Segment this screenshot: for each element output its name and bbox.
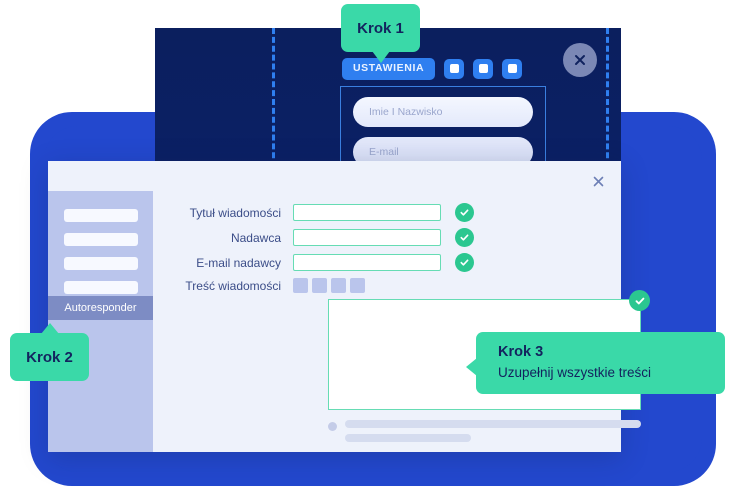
square-glyph-icon — [507, 64, 517, 74]
form-row-title: Tytuł wiadomości — [153, 203, 474, 222]
sidebar-item-placeholder[interactable] — [63, 257, 138, 270]
back-window-close-button[interactable] — [563, 43, 597, 77]
autoresponder-modal: Autoresponder Tytuł wiadomości Nadawca — [48, 161, 650, 452]
square-button-3[interactable] — [502, 58, 523, 79]
form-label-title: Tytuł wiadomości — [189, 205, 281, 220]
check-icon — [460, 259, 469, 266]
tooltip-step-2: Krok 2 — [10, 323, 89, 381]
sidebar-item-placeholder[interactable] — [63, 209, 138, 222]
title-input[interactable] — [293, 204, 441, 221]
sender-input[interactable] — [293, 229, 441, 246]
sender-email-valid-badge — [455, 253, 474, 272]
tooltip-step-3-body: Uzupełnij wszystkie treści — [498, 364, 652, 380]
footer-line-long — [345, 420, 641, 428]
form-label-content: Treść wiadomości — [185, 278, 281, 293]
editor-tool-2[interactable] — [312, 278, 327, 293]
check-icon — [460, 234, 469, 241]
sidebar-item-autoresponder[interactable]: Autoresponder — [48, 296, 153, 320]
footer-line-short — [345, 434, 471, 442]
back-window-toolbar: USTAWIENIA — [342, 58, 523, 80]
footer-lines — [345, 420, 641, 442]
tooltip-step-2-title: Krok 2 — [26, 348, 73, 366]
close-icon — [575, 55, 585, 65]
editor-toolbar — [293, 278, 365, 293]
back-name-field[interactable]: Imie I Nazwisko — [353, 97, 533, 127]
form-row-content: Treść wiadomości — [153, 278, 365, 293]
tooltip-step-3-title: Krok 3 — [498, 344, 544, 360]
form-label-sender-email: E-mail nadawcy — [196, 255, 281, 270]
form-row-sender: Nadawca — [153, 228, 474, 247]
form-label-sender: Nadawca — [230, 230, 281, 245]
square-button-2[interactable] — [473, 58, 494, 79]
check-icon — [460, 209, 469, 216]
sender-valid-badge — [455, 228, 474, 247]
editor-tool-1[interactable] — [293, 278, 308, 293]
editor-tool-4[interactable] — [350, 278, 365, 293]
footer-bullet-icon — [328, 422, 337, 431]
settings-button[interactable]: USTAWIENIA — [342, 58, 436, 80]
close-icon — [593, 176, 603, 186]
modal-sidebar: Autoresponder — [48, 191, 153, 452]
editor-tool-3[interactable] — [331, 278, 346, 293]
title-valid-badge — [455, 203, 474, 222]
back-window-form-box — [340, 86, 546, 186]
tooltip-step-1-title: Krok 1 — [357, 19, 404, 37]
sidebar-item-placeholder[interactable] — [63, 281, 138, 294]
tooltip-step-1: Krok 1 — [341, 4, 420, 63]
tooltip-step-3: Krok 3 Uzupełnij wszystkie treści — [466, 332, 725, 394]
square-glyph-icon — [478, 64, 488, 74]
modal-footer-placeholder — [328, 420, 641, 442]
modal-close-button[interactable] — [589, 172, 607, 190]
square-glyph-icon — [449, 64, 459, 74]
check-icon — [635, 297, 644, 304]
modal-form-area: Tytuł wiadomości Nadawca E-mai — [153, 191, 650, 452]
sender-email-input[interactable] — [293, 254, 441, 271]
square-button-1[interactable] — [444, 58, 465, 79]
content-valid-badge — [629, 290, 650, 311]
sidebar-item-placeholder[interactable] — [63, 233, 138, 246]
form-row-sender-email: E-mail nadawcy — [153, 253, 474, 272]
